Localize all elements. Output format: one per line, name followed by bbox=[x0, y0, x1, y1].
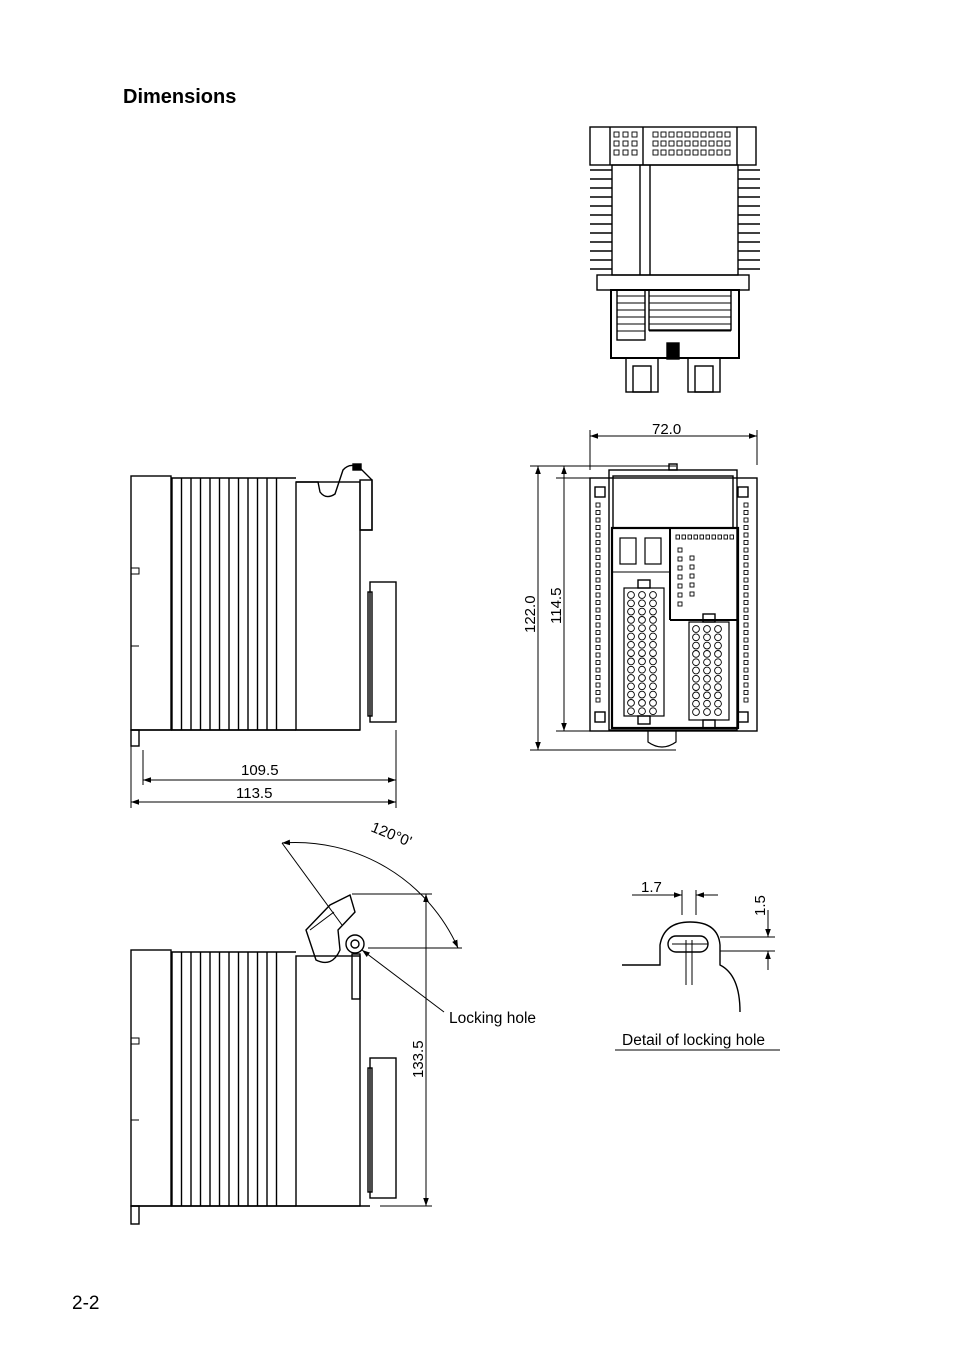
page-title: Dimensions bbox=[123, 86, 237, 108]
dim-width-top: 72.0 bbox=[652, 421, 681, 438]
dim-angle: 120°0' bbox=[369, 819, 415, 851]
dim-hole-height: 1.5 bbox=[752, 895, 769, 916]
dim-hole-width: 1.7 bbox=[641, 879, 662, 896]
side-view-open bbox=[130, 839, 462, 1225]
locking-hole-detail bbox=[615, 890, 780, 1051]
side-view-closed bbox=[130, 463, 397, 808]
page-number: 2-2 bbox=[72, 1293, 100, 1314]
top-view bbox=[589, 126, 760, 393]
front-view bbox=[530, 430, 758, 751]
locking-hole-label: Locking hole bbox=[449, 1010, 536, 1027]
dim-height-outer: 122.0 bbox=[522, 595, 539, 633]
detail-caption: Detail of locking hole bbox=[622, 1032, 765, 1049]
dim-height-inner: 114.5 bbox=[548, 588, 565, 624]
dim-depth-outer: 113.5 bbox=[236, 785, 272, 802]
dim-depth-inner: 109.5 bbox=[241, 762, 279, 779]
dim-open-height: 133.5 bbox=[410, 1040, 427, 1078]
